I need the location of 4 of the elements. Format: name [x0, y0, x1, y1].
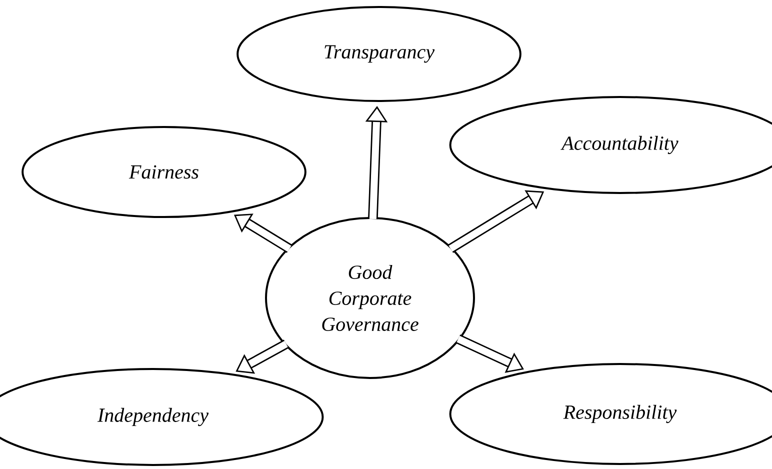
ellipse-node: Fairness — [22, 126, 306, 218]
ellipse-node: Transparancy — [236, 6, 522, 102]
ellipse-node: Good Corporate Governance — [265, 217, 475, 379]
block-arrow — [456, 334, 524, 373]
